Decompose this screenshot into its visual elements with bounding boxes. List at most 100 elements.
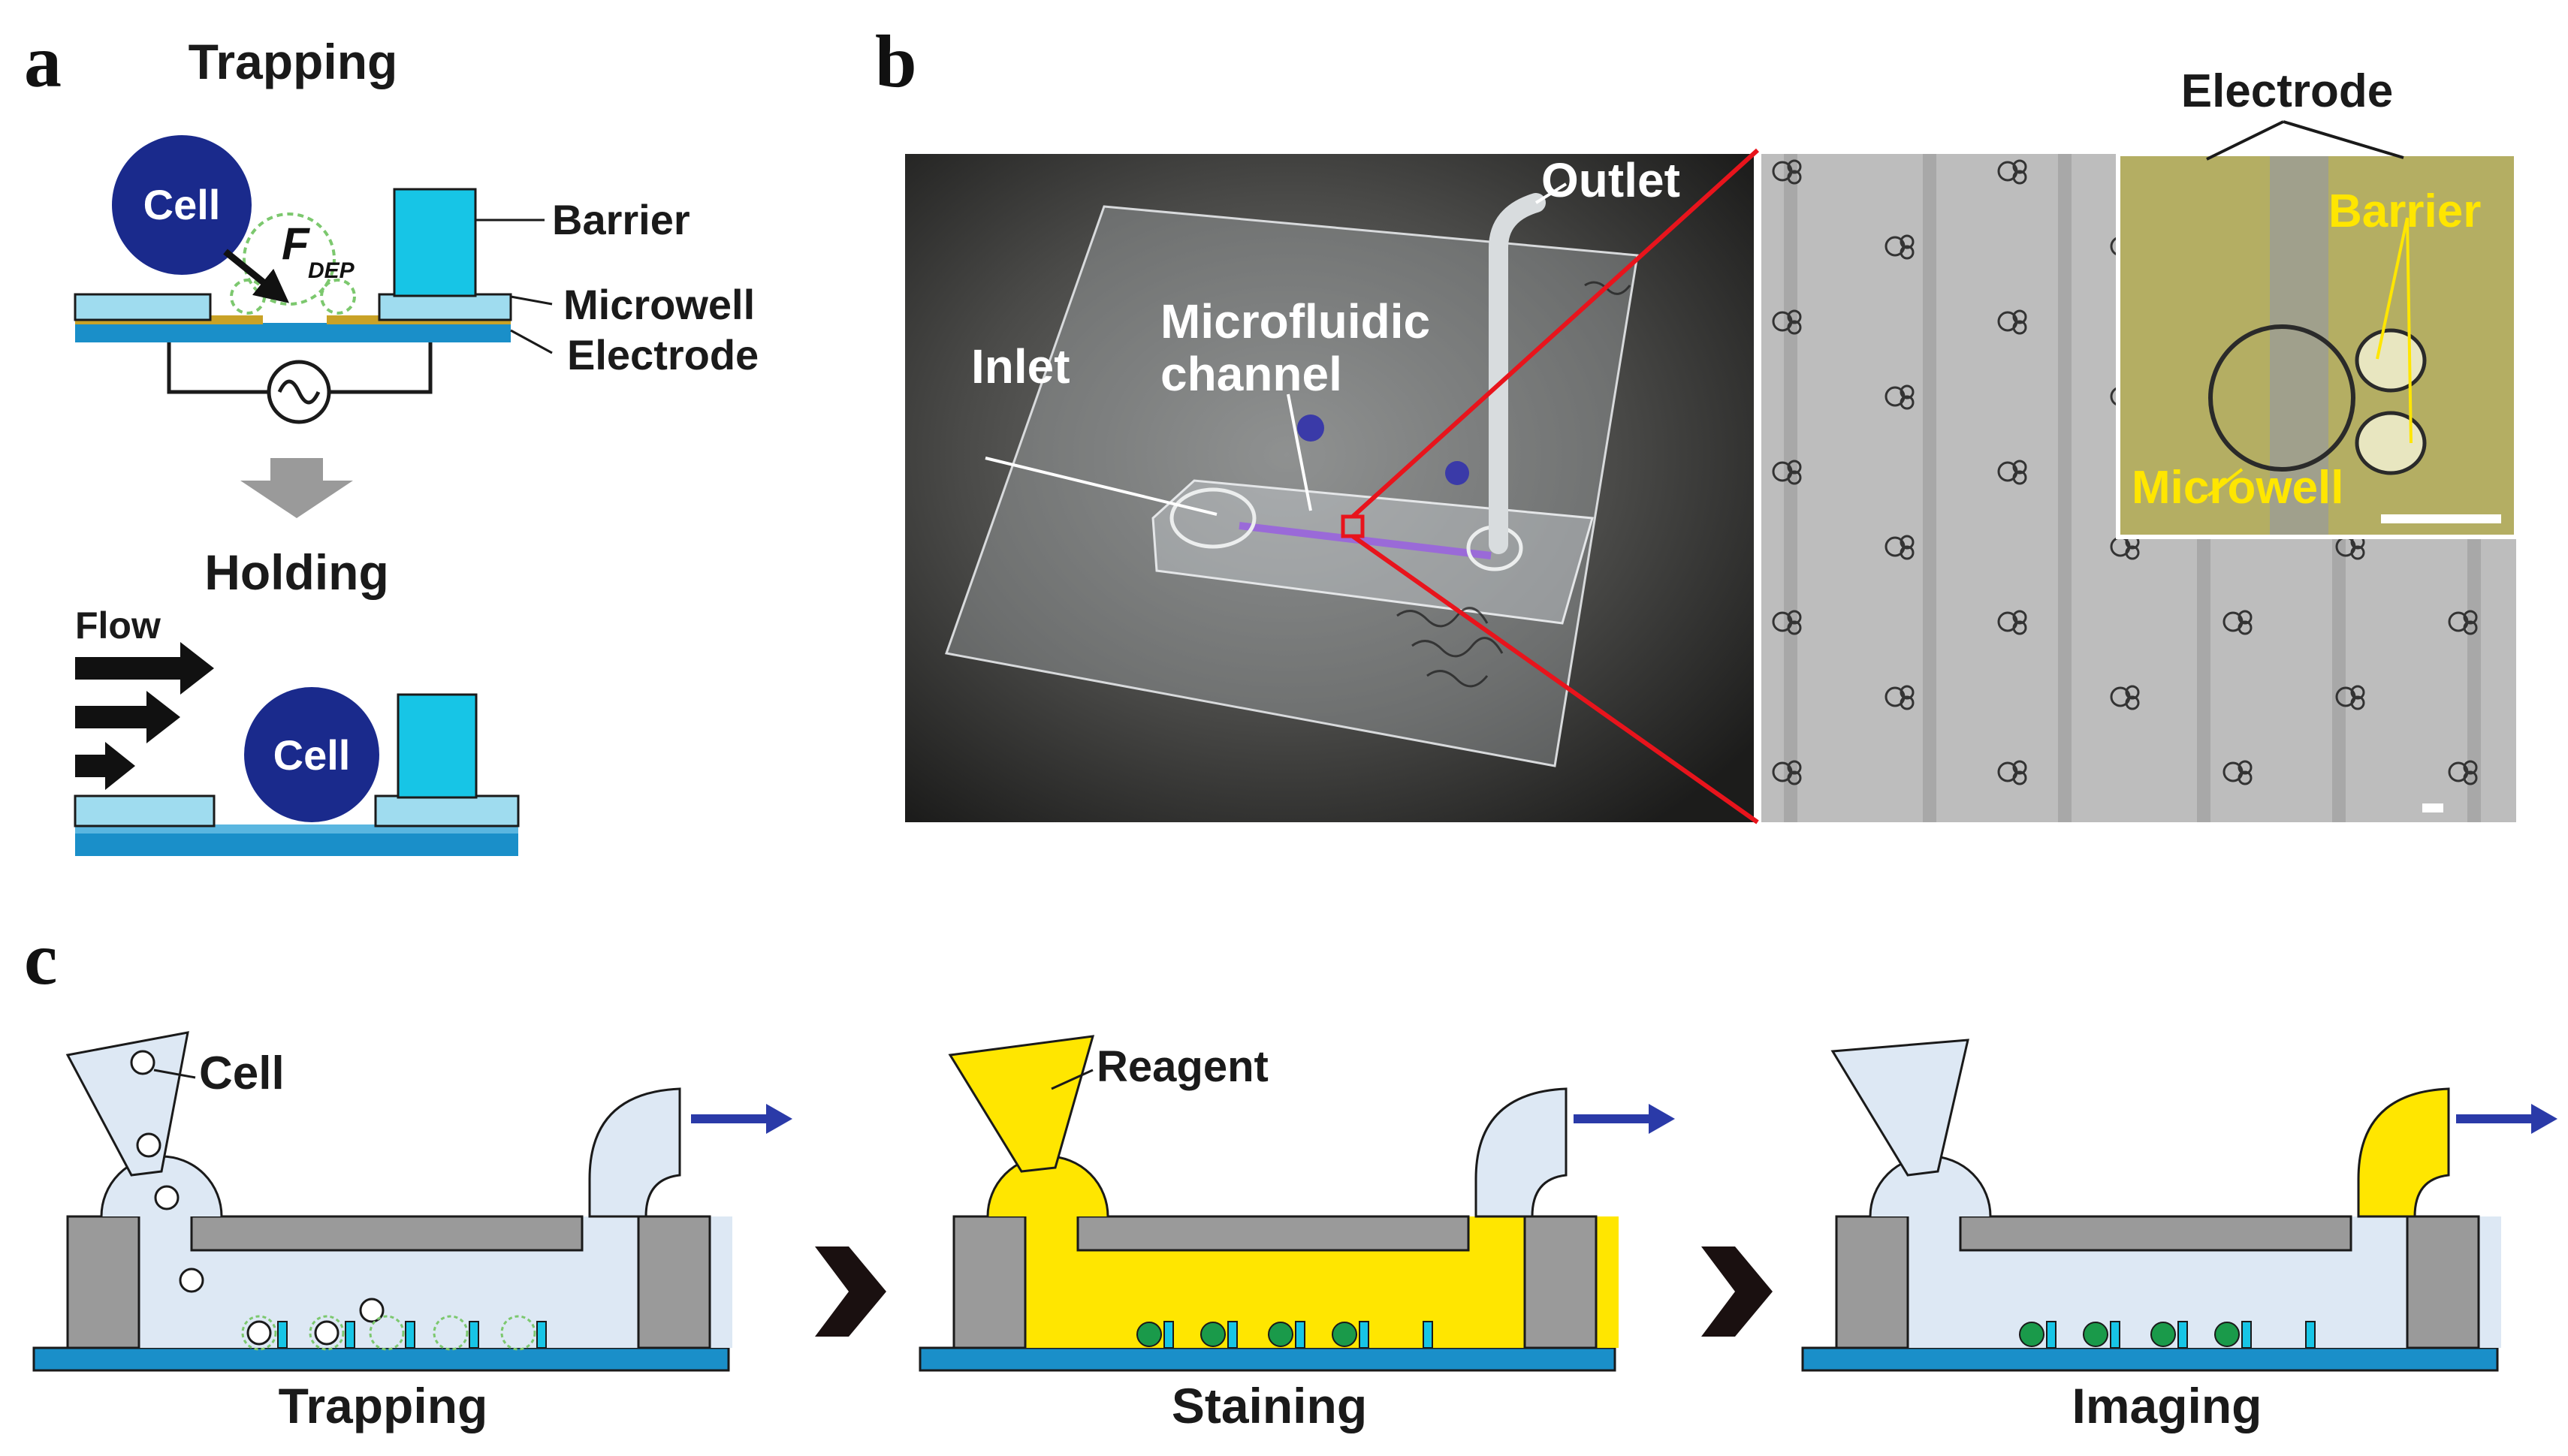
- step1-barriers: [277, 1321, 547, 1349]
- trapping-schematic: Cell F DEP Barrier Microwell Electrode: [74, 135, 759, 424]
- step1-cells: [130, 1050, 385, 1346]
- flow-arrows-icon: [75, 642, 214, 790]
- panel-c: c: [24, 917, 2557, 1433]
- step3-outflow-arrow-icon: [2531, 1104, 2557, 1134]
- microwell-layer-right: [378, 293, 512, 321]
- step1-substrate: [32, 1346, 730, 1372]
- inset-barrier-label: Barrier: [2328, 185, 2481, 237]
- sine-wave-icon: [277, 379, 321, 405]
- holding-title: Holding: [204, 544, 389, 600]
- inset-image: Barrier Microwell: [2116, 152, 2518, 539]
- flow-label: Flow: [75, 604, 161, 647]
- barrier-block-holding: [397, 693, 478, 799]
- microwell-label: Microwell: [563, 281, 755, 328]
- step1-dep-fields: [241, 1315, 536, 1351]
- cell-circle: [112, 135, 252, 275]
- step-arrow-2-icon: [1701, 1246, 1773, 1337]
- microfluidic-label: Microfluidic: [1160, 294, 1430, 348]
- step1-wall-right: [637, 1215, 711, 1349]
- step2-outlet-tube: [1474, 1087, 1568, 1218]
- step2-substrate: [919, 1346, 1616, 1372]
- outlet-label: Outlet: [1541, 153, 1680, 207]
- transition-arrow-icon: [240, 458, 353, 518]
- microfluidic-channel-line: [1239, 522, 1492, 559]
- step1-cell-label: Cell: [199, 1048, 285, 1099]
- microwell-layer-left: [74, 293, 212, 321]
- force-symbol: F: [282, 219, 310, 269]
- microwell-layer-holding-left: [74, 794, 216, 827]
- step-staining: Reagent Staining: [919, 1035, 1675, 1433]
- step3-wall-right: [2406, 1215, 2480, 1349]
- substrate-bar: [75, 323, 511, 342]
- step-trapping: Cell Trapping: [32, 1031, 792, 1433]
- step1-wall-left: [66, 1215, 140, 1349]
- step3-barriers: [2046, 1321, 2316, 1349]
- step2-ceiling: [1076, 1215, 1470, 1252]
- step-arrow-1-icon: [815, 1246, 886, 1337]
- inlet-port: [1169, 487, 1257, 549]
- microwell-layer-holding-right: [374, 794, 520, 827]
- channel-label: channel: [1160, 347, 1342, 401]
- zoom-line-bottom: [1351, 534, 1759, 824]
- panel-b: b Outlet Microfluidic channel: [875, 20, 2518, 824]
- channel-leader: [1287, 393, 1312, 511]
- electrode-leader-lines: [2206, 120, 2404, 161]
- step2-pipette-icon: [948, 1035, 1095, 1173]
- panel-letter-a: a: [24, 20, 62, 103]
- inset-microwell-label: Microwell: [2132, 462, 2344, 514]
- step-imaging: Imaging: [1801, 1038, 2557, 1433]
- cell-label: Cell: [143, 181, 221, 228]
- inset-leader-lines: [2207, 217, 2413, 497]
- step1-outlet-tube: [588, 1087, 681, 1218]
- inlet-label: Inlet: [971, 339, 1070, 393]
- step2-barriers: [1163, 1321, 1433, 1349]
- step2-stained-cells: [1136, 1322, 1357, 1347]
- electrode-label: Electrode: [567, 331, 759, 378]
- inset-barrier-top: [2355, 328, 2427, 393]
- outlet-tube: [1489, 193, 1546, 554]
- dep-force-arrow: [223, 249, 290, 303]
- step3-label: Imaging: [2072, 1378, 2262, 1433]
- step2-wall-right: [1523, 1215, 1598, 1349]
- step1-pipette-icon: [65, 1031, 189, 1177]
- inset-electrode-gap: [2270, 156, 2328, 535]
- step2-label: Staining: [1172, 1378, 1367, 1433]
- barrier-label: Barrier: [552, 196, 690, 243]
- step3-wall-left: [1835, 1215, 1909, 1349]
- step3-ceiling: [1959, 1215, 2352, 1252]
- step3-substrate: [1801, 1346, 2499, 1372]
- inset-microwell-ring: [2208, 324, 2355, 472]
- zoom-line-top: [1350, 148, 1760, 519]
- panel-a: a Trapping Cell F DEP: [24, 20, 759, 856]
- outlet-leader: [1534, 182, 1568, 204]
- glass-slide: [945, 205, 1639, 767]
- step2-outflow-arrow-icon: [1649, 1104, 1675, 1134]
- step1-ceiling: [190, 1215, 584, 1252]
- chip-photo: Outlet Microfluidic channel Inlet: [905, 153, 1754, 822]
- step1-label: Trapping: [279, 1378, 488, 1433]
- step2-reagent-leader: [1051, 1069, 1094, 1090]
- inset-barrier-bottom: [2355, 411, 2427, 475]
- step3-stained-cells: [2019, 1322, 2240, 1347]
- panel-letter-c: c: [24, 917, 57, 1000]
- holding-schematic: Flow Cell: [74, 604, 520, 856]
- held-cell-label: Cell: [273, 731, 351, 779]
- inlet-leader: [985, 457, 1218, 516]
- barrier-block: [393, 188, 477, 297]
- step1-cell-leader: [153, 1069, 196, 1079]
- step3-pipette-icon: [1830, 1038, 1969, 1177]
- scale-bar-large: [2422, 803, 2443, 812]
- electrode-inset-label: Electrode: [2181, 65, 2394, 117]
- scale-bar-inset: [2381, 514, 2501, 523]
- held-cell-circle: [244, 687, 379, 822]
- force-subscript: DEP: [308, 258, 355, 283]
- step2-reagent-label: Reagent: [1097, 1042, 1269, 1091]
- step1-outflow-arrow-icon: [766, 1104, 792, 1134]
- leader-lines-a: [475, 219, 553, 354]
- photo-background: [905, 154, 1754, 822]
- substrate-bar-holding: [75, 834, 518, 856]
- blue-mark-left: [1297, 414, 1324, 442]
- blue-mark-right: [1445, 461, 1469, 485]
- step3-outlet-tube: [2357, 1087, 2450, 1218]
